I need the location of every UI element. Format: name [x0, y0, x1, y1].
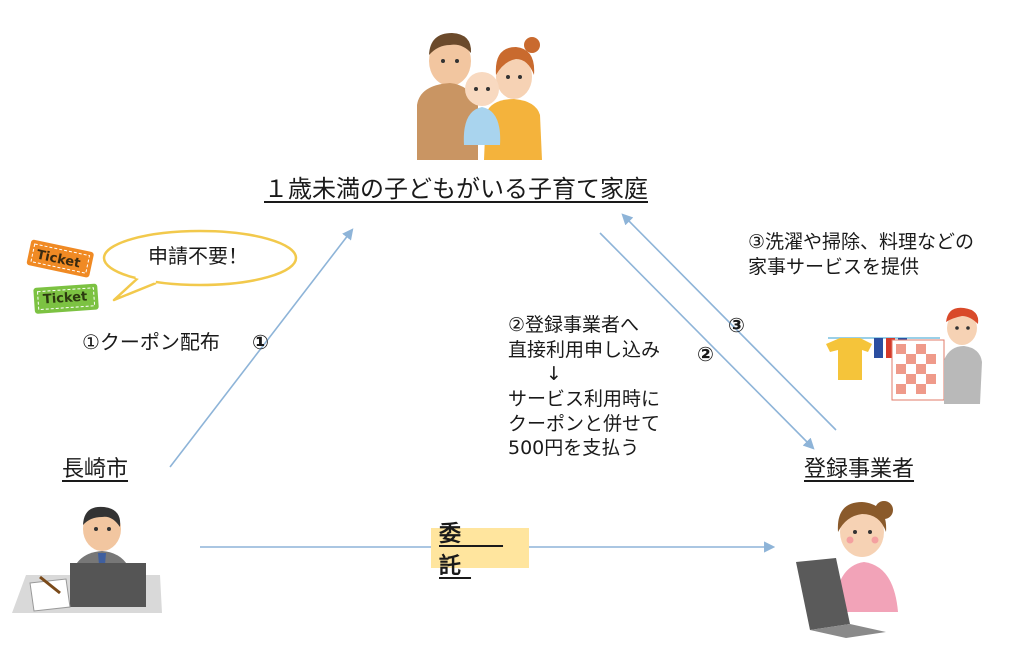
bubble-text: 申請不要！: [148, 244, 248, 268]
step2-description: ②登録事業者へ 直接利用申し込み ↓ サービス利用時に クーポンと併せて 500…: [508, 314, 661, 460]
step3-description: ③洗濯や掃除、料理などの 家事サービスを提供: [748, 231, 975, 278]
ticket-label-2: Ticket: [42, 289, 88, 308]
provider-label: 登録事業者: [804, 457, 915, 482]
arrow-provider-to-household: [621, 213, 837, 431]
step1-marker: ①: [252, 330, 269, 354]
housework-illustration: [826, 307, 982, 404]
arrow-city-to-household: [169, 228, 354, 468]
ticket-icons: [26, 239, 99, 314]
city-label: 長崎市: [62, 457, 129, 482]
step1-caption: ①クーポン配布: [82, 330, 220, 354]
household-title: １歳未満の子どもがいる子育て家庭: [264, 175, 648, 203]
provider-illustration: [796, 501, 898, 638]
step3-marker: ③: [728, 313, 745, 337]
consignment-label: 委 託: [439, 522, 504, 579]
speech-bubble: [102, 229, 298, 302]
consignment-badge: 委 託: [431, 522, 529, 579]
step2-marker: ②: [697, 342, 714, 366]
arrow-household-to-provider: [599, 232, 815, 450]
family-illustration: [417, 33, 542, 160]
city-official-illustration: [12, 506, 162, 613]
